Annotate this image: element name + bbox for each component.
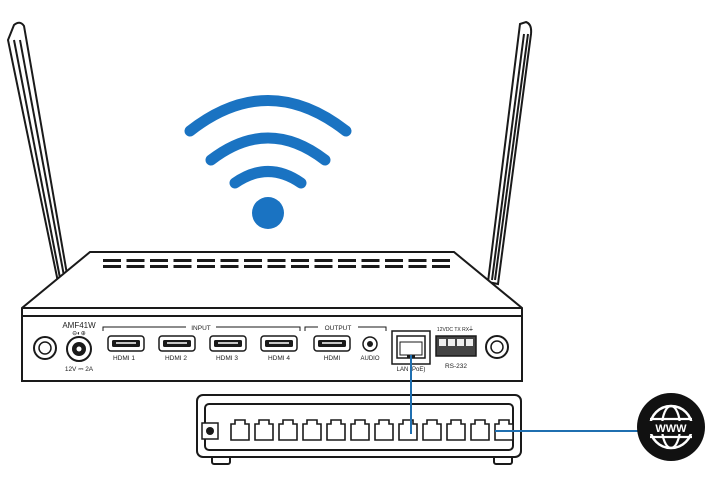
input-group-bracket <box>102 326 301 331</box>
switch-port-11 <box>470 419 490 441</box>
output-group-label: OUTPUT <box>325 325 352 332</box>
vent-slot <box>267 265 286 268</box>
vent-slot <box>126 259 145 262</box>
switch-port-5 <box>326 419 346 441</box>
input-group-label: INPUT <box>191 325 211 332</box>
switch-port-4 <box>302 419 322 441</box>
wifi-dot <box>252 197 284 229</box>
switch-port-8 <box>398 419 418 441</box>
vent-slot <box>291 265 309 268</box>
switch-port-1 <box>230 419 250 441</box>
power-jack <box>66 336 92 362</box>
vent-slot <box>361 259 380 262</box>
switch-port-10 <box>446 419 466 441</box>
right-screw <box>485 335 509 359</box>
switch-port-7 <box>374 419 394 441</box>
vent-slot <box>267 259 286 262</box>
vent-slot <box>432 259 450 262</box>
vent-slot <box>126 265 145 268</box>
vent-slot <box>314 259 333 262</box>
www-globe-icon: WWW <box>637 393 705 461</box>
ground-symbol: ⏚ <box>468 326 474 333</box>
router-vents <box>103 259 450 268</box>
hdmi-output-port <box>313 335 351 352</box>
audio-label: AUDIO <box>360 356 379 362</box>
www-label: WWW <box>655 423 687 435</box>
vent-slot <box>173 265 192 268</box>
input-label-2: HDMI 2 <box>165 355 187 362</box>
rs232-terminal <box>435 335 477 357</box>
audio-jack <box>362 336 378 352</box>
serial-pins-label: 12VDC TX RX <box>437 327 470 333</box>
vent-slot <box>338 259 356 262</box>
switch-port-9 <box>422 419 442 441</box>
input-label-1: HDMI 1 <box>113 355 135 362</box>
vent-slot <box>361 265 380 268</box>
right-antenna <box>486 20 533 286</box>
left-screw <box>33 336 57 360</box>
vent-slot <box>314 265 333 268</box>
vent-slot <box>173 259 192 262</box>
hdmi-input-port-4 <box>260 335 298 352</box>
vent-slot <box>338 265 356 268</box>
vent-slot <box>291 259 309 262</box>
input-label-group: HDMI 1 HDMI 2 HDMI 3 HDMI 4 <box>113 355 290 362</box>
vent-slot <box>385 259 403 262</box>
vent-slot <box>432 265 450 268</box>
hdmi-input-port-2 <box>158 335 196 352</box>
vent-slot <box>197 259 215 262</box>
input-label-3: HDMI 3 <box>216 355 238 362</box>
hdmi-input-ports <box>107 335 298 352</box>
wifi-icon <box>184 95 352 189</box>
vent-slot <box>150 259 168 262</box>
vent-slot <box>103 265 121 268</box>
output-group-bracket <box>304 326 387 331</box>
vent-slot <box>103 259 121 262</box>
vent-slot <box>408 265 427 268</box>
model-label: AMF41W <box>62 321 96 330</box>
hdmi-input-port-3 <box>209 335 247 352</box>
vent-slot <box>220 259 239 262</box>
vent-slot <box>197 265 215 268</box>
output-hdmi-label: HDMI <box>324 355 341 362</box>
vent-slot <box>150 265 168 268</box>
switch-port-3 <box>278 419 298 441</box>
vent-slot <box>244 259 262 262</box>
left-antenna <box>6 21 70 284</box>
power-rating-label: 12V ⎓ 2A <box>65 366 94 373</box>
switch-power-button <box>201 422 219 440</box>
serial-label: RS-232 <box>445 363 467 370</box>
input-label-4: HDMI 4 <box>268 355 290 362</box>
polarity-symbol: ⊖◐⊕ <box>72 331 86 337</box>
vent-slot <box>408 259 427 262</box>
hdmi-input-port-1 <box>107 335 145 352</box>
vent-slot <box>385 265 403 268</box>
vent-slot <box>244 265 262 268</box>
switch-port-6 <box>350 419 370 441</box>
vent-slot <box>220 265 239 268</box>
switch-port-2 <box>254 419 274 441</box>
